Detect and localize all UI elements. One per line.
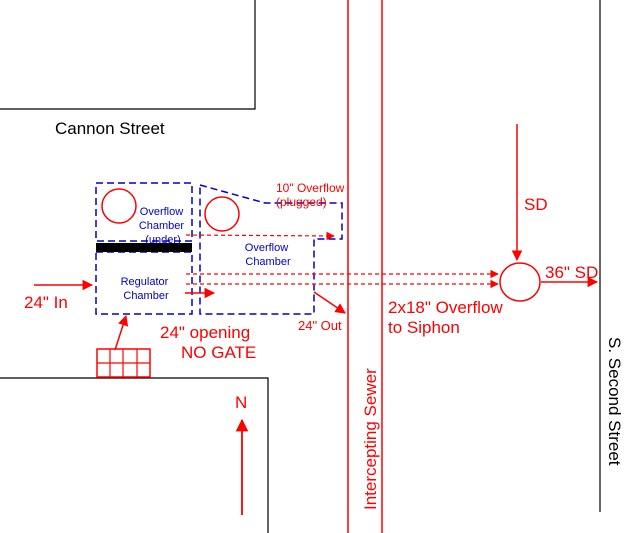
overflow-under-line-1: Overflow: [140, 206, 183, 218]
overflow-under-line-2: Chamber: [139, 220, 185, 232]
regulator-line-2: Chamber: [123, 290, 169, 302]
overflow-chamber-label: Overflow Chamber: [245, 242, 291, 268]
opening-24-label: 24" opening NO GATE: [160, 323, 256, 362]
manhole-sd-junction: [499, 262, 541, 302]
north-label: N: [235, 393, 247, 412]
overflow-10-line-2: (plugged): [276, 195, 327, 209]
overflow-line-2: Chamber: [245, 256, 291, 268]
manhole-circle-2: [204, 196, 240, 232]
opening-arrow: [114, 315, 129, 351]
in-24-label: 24" In: [24, 293, 68, 312]
overflow-under-line-3: (under): [145, 234, 180, 246]
overflow-2x18-label: 2x18" Overflow to Siphon: [388, 298, 507, 337]
grate-icon: [96, 348, 151, 378]
regulator-line-1: Regulator: [121, 276, 169, 288]
street-curb-bottom-left: [0, 377, 269, 533]
overflow-chamber-under-outline: [95, 182, 193, 242]
opening-line-1: 24" opening: [160, 323, 250, 342]
overflow-10-dashed-arrow: [185, 231, 335, 241]
cannon-street-label: Cannon Street: [55, 119, 165, 138]
overflow-line-1: Overflow: [245, 242, 288, 254]
opening-line-2: NO GATE: [181, 343, 256, 362]
overflow-10-label: 10" Overflow (plugged): [276, 181, 348, 209]
out-24-arrow: [313, 291, 346, 314]
intercepting-sewer-label: Intercepting Sewer: [361, 368, 380, 510]
second-street-label: S. Second Street: [605, 337, 624, 466]
street-curb-top-left: [0, 0, 256, 110]
sd-36-label: 36" SD: [545, 263, 598, 282]
out-24-label: 24" Out: [298, 318, 342, 333]
manhole-circle-1: [101, 188, 137, 224]
regulator-chamber-label: Regulator Chamber: [121, 276, 172, 302]
sd-label: SD: [524, 195, 548, 214]
overflow-chamber-under-label: Overflow Chamber (under): [139, 206, 187, 246]
overflow-2x18-line-1: 2x18" Overflow: [388, 298, 503, 317]
overflow-2x18-line-2: to Siphon: [388, 318, 460, 337]
overflow-10-line-1: 10" Overflow: [276, 181, 345, 195]
weir-bar: [96, 243, 192, 252]
overflow-chamber-outline: [199, 184, 343, 315]
